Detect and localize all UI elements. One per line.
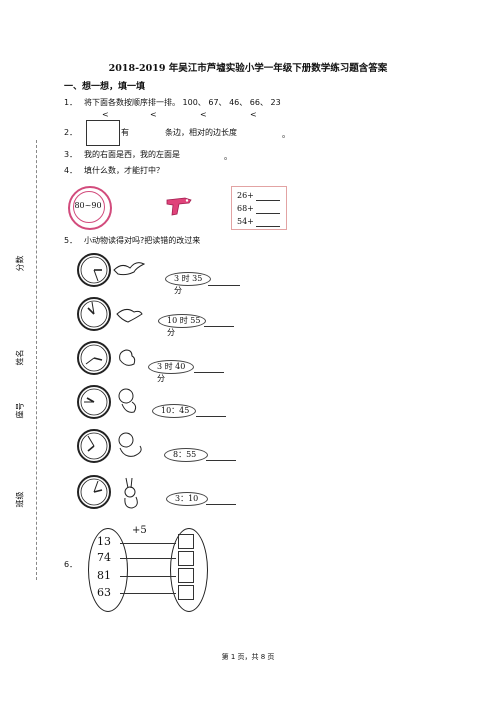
sum-row: 26+ bbox=[237, 191, 254, 200]
water-gun-icon bbox=[166, 197, 192, 216]
q4-number: 4． bbox=[64, 166, 78, 175]
q1-number: 1． bbox=[64, 98, 78, 107]
q1-less-than: < bbox=[200, 110, 207, 119]
clock-icon bbox=[77, 297, 111, 331]
section-heading: 一、想一想，填一填 bbox=[64, 82, 146, 92]
q5-number: 5． bbox=[64, 236, 78, 245]
input-oval bbox=[88, 528, 128, 612]
clock-icon bbox=[77, 429, 111, 463]
q1-less-than: < bbox=[102, 110, 109, 119]
sum-blank[interactable] bbox=[256, 226, 280, 227]
q1-less-than: < bbox=[150, 110, 157, 119]
correction-blank[interactable] bbox=[206, 460, 236, 461]
q3-end: 。 bbox=[224, 152, 232, 161]
target-label: 80~90 bbox=[74, 201, 102, 210]
answer-card bbox=[231, 186, 287, 230]
answer-bubble: 3 时 35 分 bbox=[165, 272, 211, 295]
input-number: 81 bbox=[97, 569, 111, 582]
page-title: 2018-2019 年吴江市芦墟实验小学一年级下册数学练习题含答案 bbox=[108, 63, 388, 74]
q4-text: 填什么数，才能打中？ bbox=[84, 166, 164, 175]
clock-icon bbox=[77, 341, 111, 375]
correction-blank[interactable] bbox=[208, 285, 240, 286]
score-label: 分数 bbox=[15, 255, 25, 272]
sum-row: 54+ bbox=[237, 217, 254, 226]
bird-icon bbox=[116, 308, 143, 323]
bird-icon bbox=[113, 262, 146, 276]
page-footer: 第 1 页，共 8 页 bbox=[221, 653, 275, 661]
q1-less-than: < bbox=[250, 110, 257, 119]
answer-box[interactable] bbox=[178, 568, 194, 583]
output-oval bbox=[170, 528, 208, 612]
target-ring bbox=[73, 191, 105, 223]
target-icon bbox=[68, 186, 112, 230]
class-label: 班级 bbox=[15, 491, 25, 508]
answer-box[interactable] bbox=[178, 551, 194, 566]
bird-icon bbox=[119, 349, 136, 366]
answer-bubble: 3：10 bbox=[166, 492, 208, 506]
rectangle-shape bbox=[86, 120, 120, 146]
binding-line bbox=[36, 140, 37, 580]
q3-text: 我的右面是西，我的左面是 bbox=[84, 150, 180, 159]
answer-box[interactable] bbox=[178, 534, 194, 549]
mapping-line bbox=[120, 576, 176, 577]
operation-label: +5 bbox=[132, 525, 147, 536]
monkey-icon bbox=[118, 388, 137, 413]
input-number: 74 bbox=[97, 551, 111, 564]
name-label: 姓名 bbox=[15, 349, 25, 366]
sum-blank[interactable] bbox=[256, 200, 280, 201]
q1-text: 将下面各数按顺序排一排。 100、 67、 46、 66、 23 bbox=[84, 98, 281, 107]
clock-icon bbox=[77, 475, 111, 509]
q3-number: 3． bbox=[64, 150, 78, 159]
q5-text: 小动物读得对吗?把读错的改过来 bbox=[84, 236, 201, 245]
q2-text: 条边，相对的边长度 bbox=[165, 128, 237, 137]
q6-number: 6． bbox=[64, 560, 78, 569]
mapping-line bbox=[120, 543, 176, 544]
input-number: 63 bbox=[97, 586, 111, 599]
sum-row: 68+ bbox=[237, 204, 254, 213]
clock-icon bbox=[77, 385, 111, 419]
correction-blank[interactable] bbox=[196, 416, 226, 417]
q2-text: 有 bbox=[121, 128, 129, 137]
answer-bubble: 8：55 bbox=[164, 448, 208, 462]
correction-blank[interactable] bbox=[194, 372, 224, 373]
seat-label: 座号 bbox=[15, 402, 25, 419]
rabbit-icon bbox=[124, 477, 138, 509]
mapping-line bbox=[120, 558, 176, 559]
clock-icon bbox=[77, 253, 111, 287]
correction-blank[interactable] bbox=[206, 504, 236, 505]
input-number: 13 bbox=[97, 535, 111, 548]
answer-bubble: 10 时 55 分 bbox=[158, 314, 206, 337]
answer-box[interactable] bbox=[178, 585, 194, 600]
answer-bubble: 3 时 40 分 bbox=[148, 360, 194, 383]
monkey-icon bbox=[118, 432, 142, 457]
q2-end: 。 bbox=[282, 130, 290, 139]
mapping-line bbox=[120, 593, 176, 594]
correction-blank[interactable] bbox=[204, 326, 234, 327]
q2-number: 2． bbox=[64, 128, 78, 137]
sum-blank[interactable] bbox=[256, 213, 280, 214]
answer-bubble: 10：45 bbox=[152, 404, 196, 418]
